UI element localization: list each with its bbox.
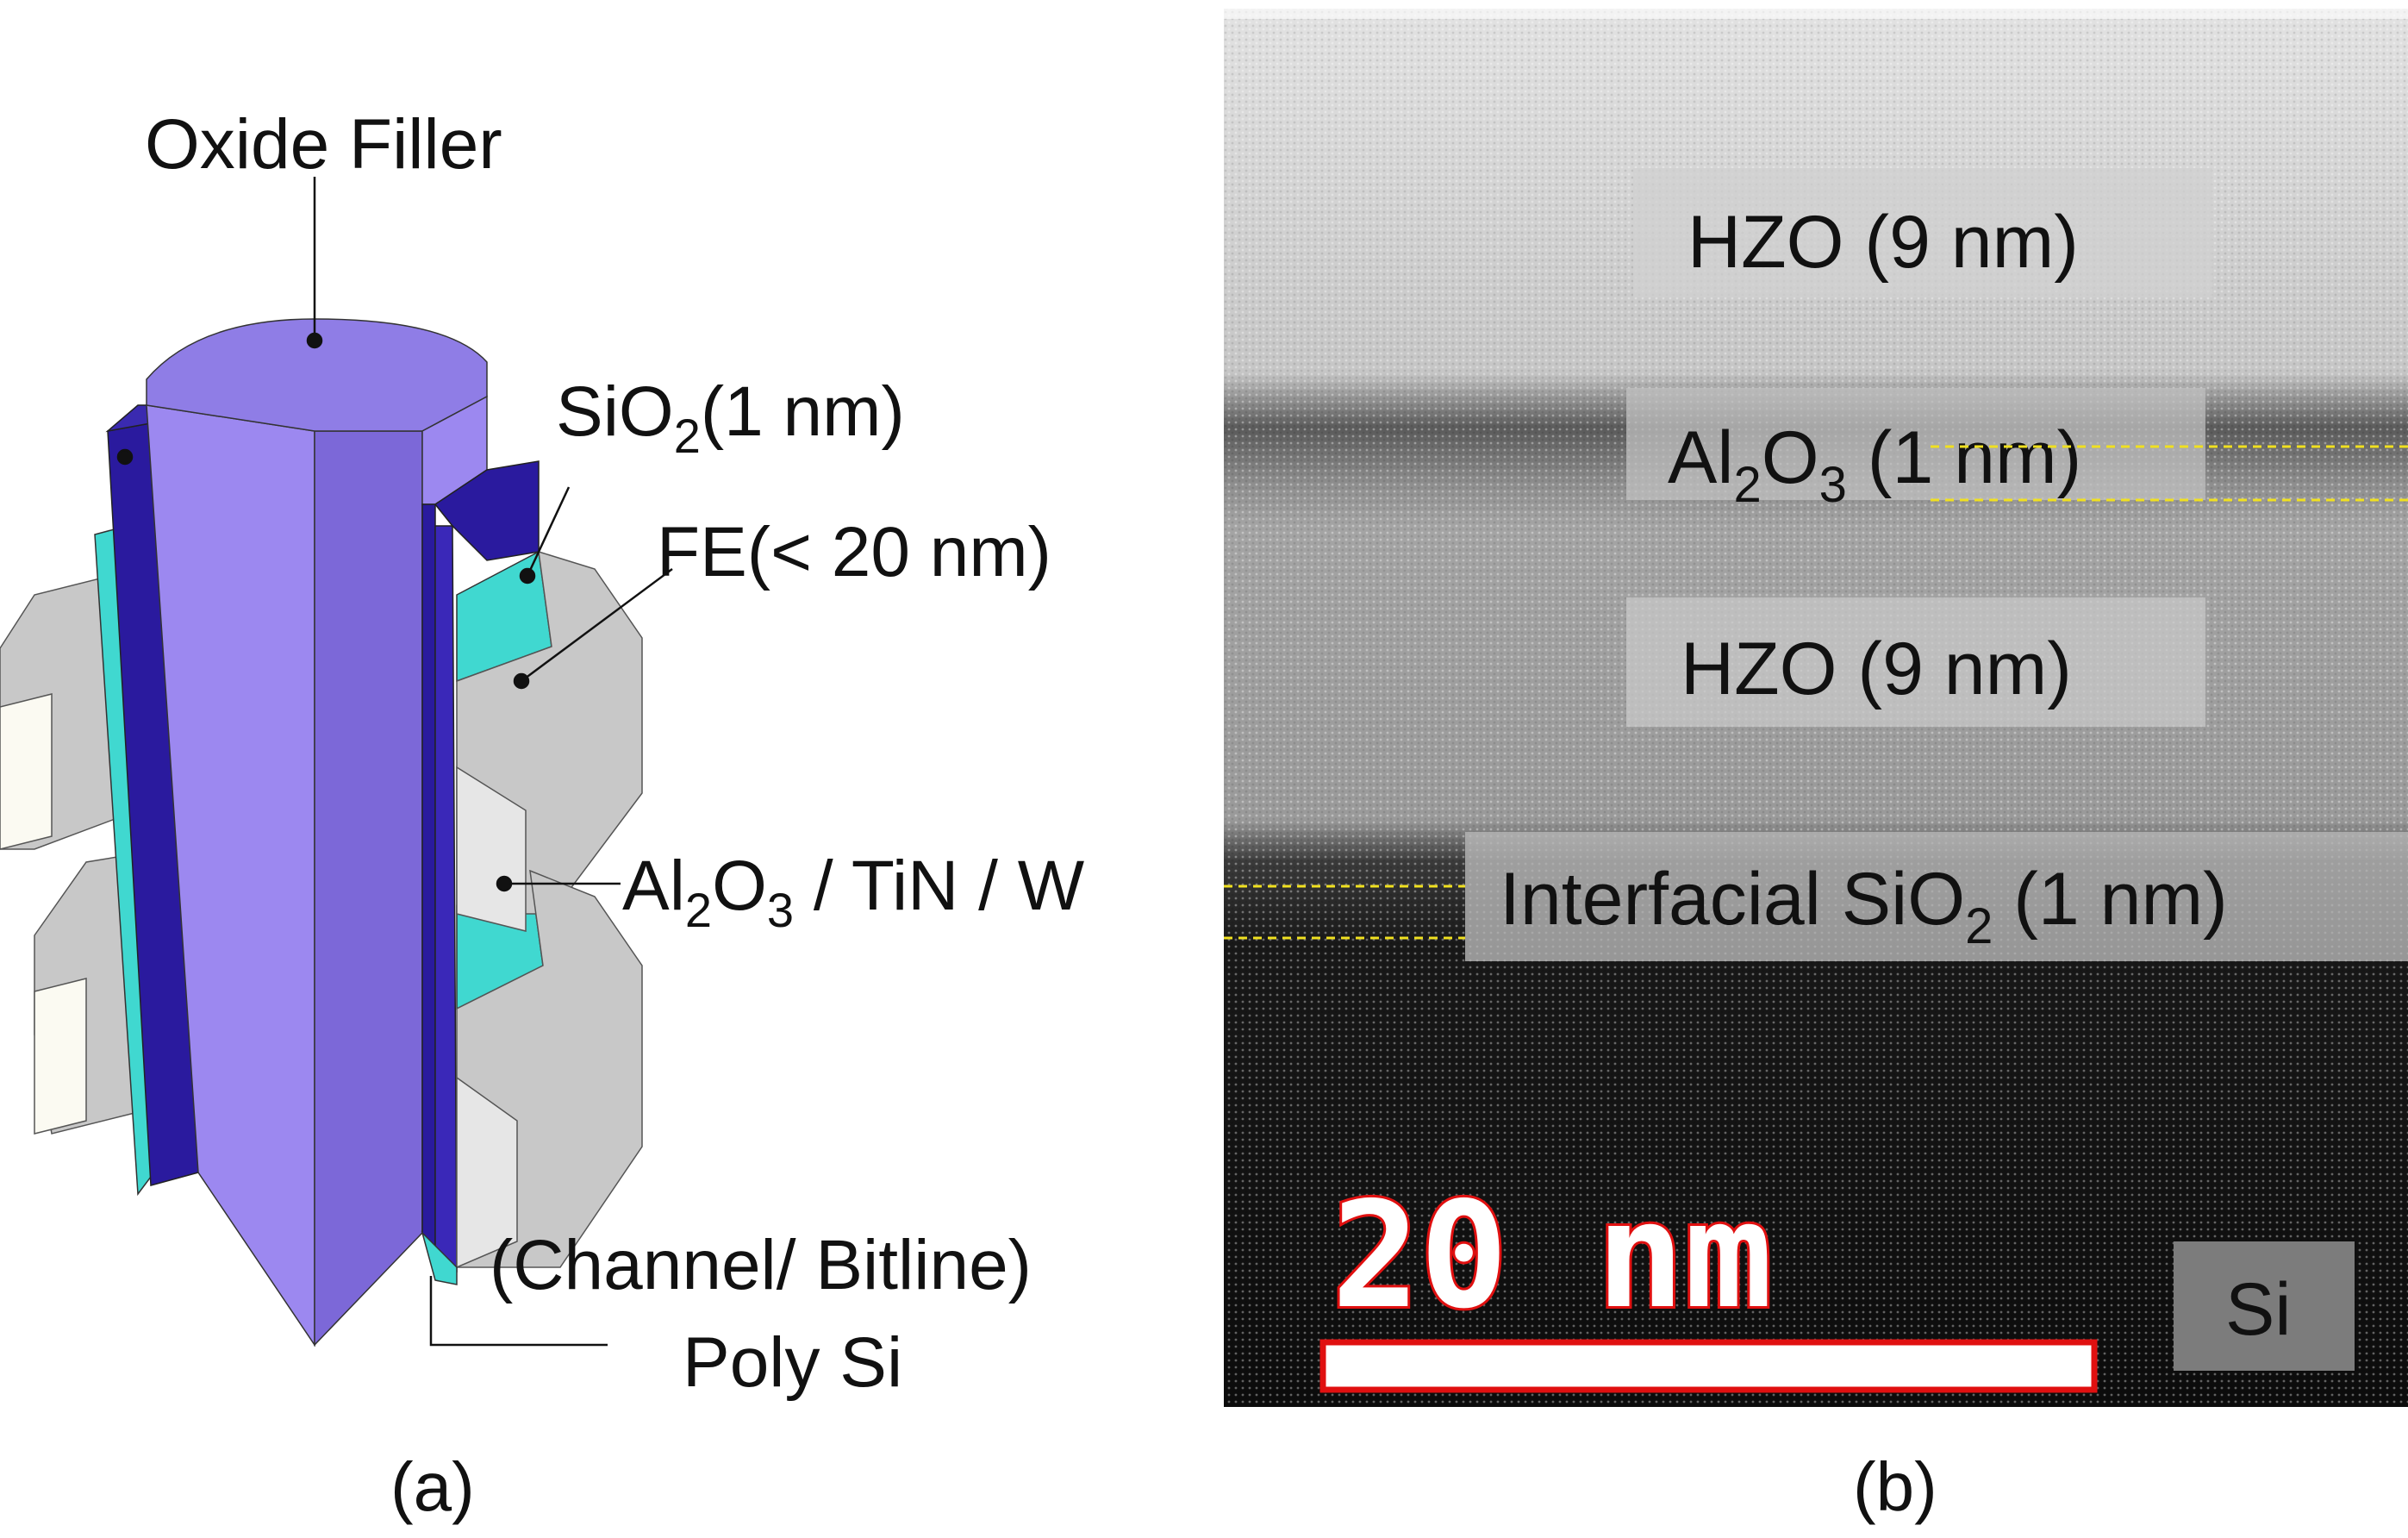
- right-gate-blocks: [456, 550, 643, 1269]
- poly-si-label: Poly Si: [683, 1323, 902, 1402]
- interfacial-label-sub: 2: [1965, 898, 1993, 954]
- scale-bar-label: 20 nm: [1332, 1171, 1773, 1341]
- sio2-label-sub: 2: [674, 409, 701, 463]
- left-sio2-dot: [116, 448, 134, 466]
- hzo-mid-box: [1626, 597, 2205, 727]
- channel-label: (Channel/ Bitline): [490, 1226, 1032, 1304]
- interfacial-label: Interfacial SiO2 (1 nm): [1500, 858, 2228, 954]
- si-box: [2174, 1241, 2355, 1371]
- sio2-label: SiO2(1 nm): [556, 372, 905, 463]
- poly-si-leader: [429, 1276, 608, 1347]
- oxide-filler-label: Oxide Filler: [145, 105, 502, 184]
- right-sio2-wall: [434, 525, 458, 1272]
- al2o3-label-o: O: [1762, 416, 1819, 499]
- leader-lines: [116, 177, 673, 1347]
- fe-dot: [513, 672, 530, 690]
- oxide-filler-dot: [306, 332, 323, 349]
- scale-bar: [1319, 1339, 2098, 1393]
- left-gate-lower-face: [34, 978, 87, 1135]
- sio2-label-rest: (1 nm): [701, 372, 905, 451]
- si-label: Si: [2225, 1268, 2291, 1351]
- fe-label: FE(< 20 nm): [657, 513, 1051, 591]
- panel-b-tem: HZO (9 nm) Al2O3 (1 nm) HZO (9 nm) Inter…: [1224, 0, 2408, 1525]
- panel-a-diagram: Oxide Filler SiO2(1 nm) FE(< 20 nm) Al2O…: [0, 105, 1085, 1525]
- interfacial-box: [1465, 832, 2408, 961]
- al2o3-label: Al2O3 (1 nm): [1668, 416, 2081, 513]
- hzo-mid-label: HZO (9 nm): [1681, 628, 2072, 710]
- al2o3-label-s2: 3: [1819, 457, 1847, 513]
- oxide-side-face: [314, 430, 423, 1347]
- gate-label-o: O: [712, 847, 767, 925]
- interfacial-label-main: Interfacial SiO: [1500, 858, 1965, 941]
- gate-label-al: Al: [622, 847, 685, 925]
- sio2-dot: [519, 567, 536, 585]
- panel-a-caption: (a): [390, 1448, 475, 1525]
- panel-b-caption: (b): [1853, 1448, 1937, 1525]
- left-gate-upper-face: [0, 693, 53, 850]
- channel-strip: [421, 1230, 458, 1285]
- al2o3-label-al: Al: [1668, 416, 1733, 499]
- al2o3-label-rest: (1 nm): [1847, 416, 2081, 499]
- gate-label-sub2: 3: [767, 883, 794, 937]
- oxide-top: [146, 318, 488, 432]
- gate-label-rest: / TiN / W: [794, 847, 1085, 925]
- gate-stack-label: Al2O3 / TiN / W: [622, 847, 1085, 937]
- hzo-top-label: HZO (9 nm): [1687, 201, 2079, 284]
- gate-label-sub1: 2: [685, 883, 712, 937]
- al2o3-box: [1626, 388, 2205, 500]
- hzo-top-box: [1633, 168, 2212, 297]
- right-sio2-layer: [421, 503, 436, 1268]
- interfacial-label-rest: (1 nm): [1993, 858, 2227, 941]
- sio2-leader: [526, 486, 571, 577]
- sio2-label-main: SiO: [556, 372, 674, 451]
- fe-leader: [521, 567, 673, 683]
- gate-dot: [496, 875, 513, 892]
- al2o3-label-s1: 2: [1733, 457, 1761, 513]
- interface-markers: [1224, 445, 2408, 940]
- tem-top-edge: [1224, 0, 2408, 19]
- right-gate-lower-face: [456, 1076, 518, 1269]
